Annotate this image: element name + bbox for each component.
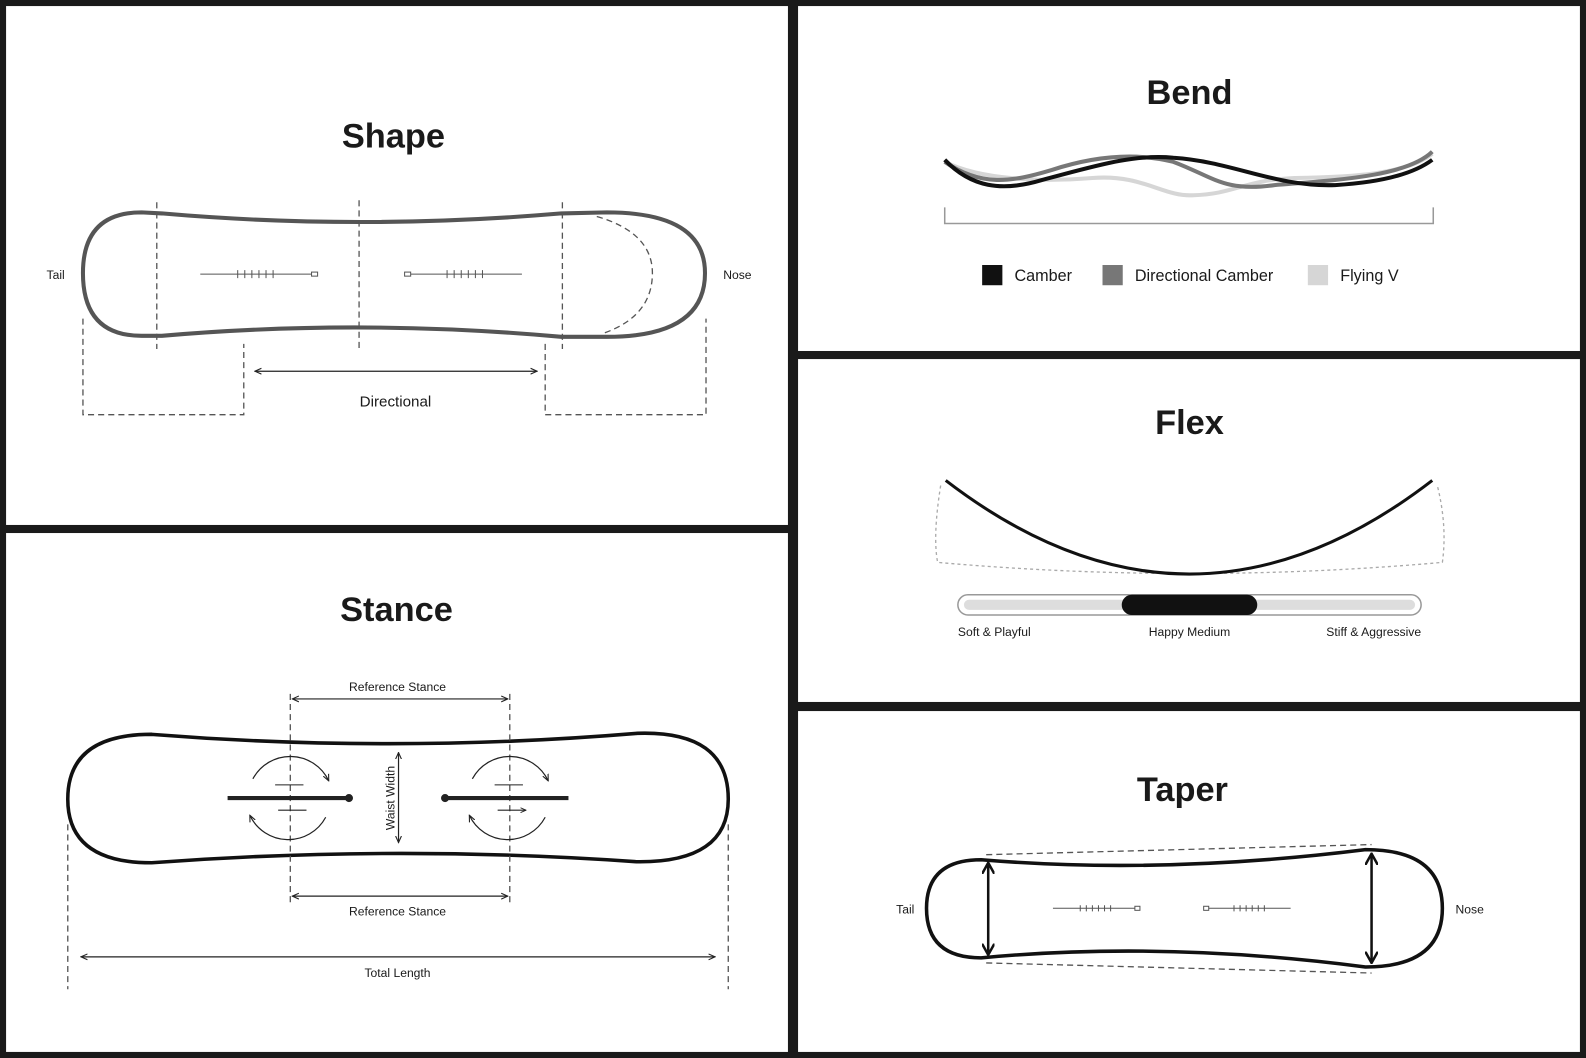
flex-slider [957, 593, 1422, 616]
taper-nose-label: Nose [1456, 902, 1485, 916]
flex-medium-label: Happy Medium [1149, 625, 1231, 639]
bend-title: Bend [1147, 74, 1233, 112]
flex-soft-label: Soft & Playful [958, 625, 1031, 639]
binding-insert-icon [200, 270, 522, 279]
svg-text:Camber: Camber [1015, 267, 1073, 285]
flex-stiff-label: Stiff & Aggressive [1326, 625, 1421, 639]
directional-camber-profile [943, 150, 1434, 189]
taper-tail-label: Tail [896, 902, 914, 916]
total-length-label: Total Length [364, 966, 430, 980]
shape-title: Shape [342, 118, 445, 156]
legend-directional-camber: Directional Camber [1102, 265, 1274, 286]
flex-slider-knob [1121, 594, 1258, 615]
taper-board-outline [924, 847, 1445, 969]
binding-insert-icon [1052, 905, 1291, 912]
flex-title: Flex [1155, 404, 1224, 442]
shape-board-outline [80, 210, 708, 339]
reference-stance-bottom-label: Reference Stance [349, 904, 446, 918]
legend-flying-v: Flying V [1307, 265, 1399, 286]
shape-panel: Shape Tail Nose Directional [6, 6, 788, 525]
flex-panel: Flex Soft & Playful Happy Medium Stiff &… [798, 359, 1580, 702]
legend-camber: Camber [982, 265, 1073, 286]
stance-title: Stance [340, 591, 453, 629]
stance-board-outline [66, 731, 731, 865]
camber-profile [943, 155, 1434, 189]
waist-width-label: Waist Width [383, 766, 397, 830]
stance-panel: Stance Reference Stance Reference Stance… [6, 533, 788, 1052]
svg-text:Directional Camber: Directional Camber [1135, 267, 1274, 285]
tail-label: Tail [47, 268, 65, 282]
reference-stance-top-label: Reference Stance [349, 680, 446, 694]
flying-v-profile [943, 152, 1434, 198]
svg-text:Flying V: Flying V [1340, 267, 1399, 285]
nose-label: Nose [723, 268, 752, 282]
taper-panel: Taper Tail Nose [798, 711, 1580, 1052]
flex-curve [944, 479, 1434, 576]
binding-rotation-icon [227, 755, 569, 841]
taper-title: Taper [1137, 771, 1228, 809]
shape-type-label: Directional [360, 394, 432, 411]
bend-panel: Bend Camber Directional Camber Flying V [798, 6, 1580, 351]
